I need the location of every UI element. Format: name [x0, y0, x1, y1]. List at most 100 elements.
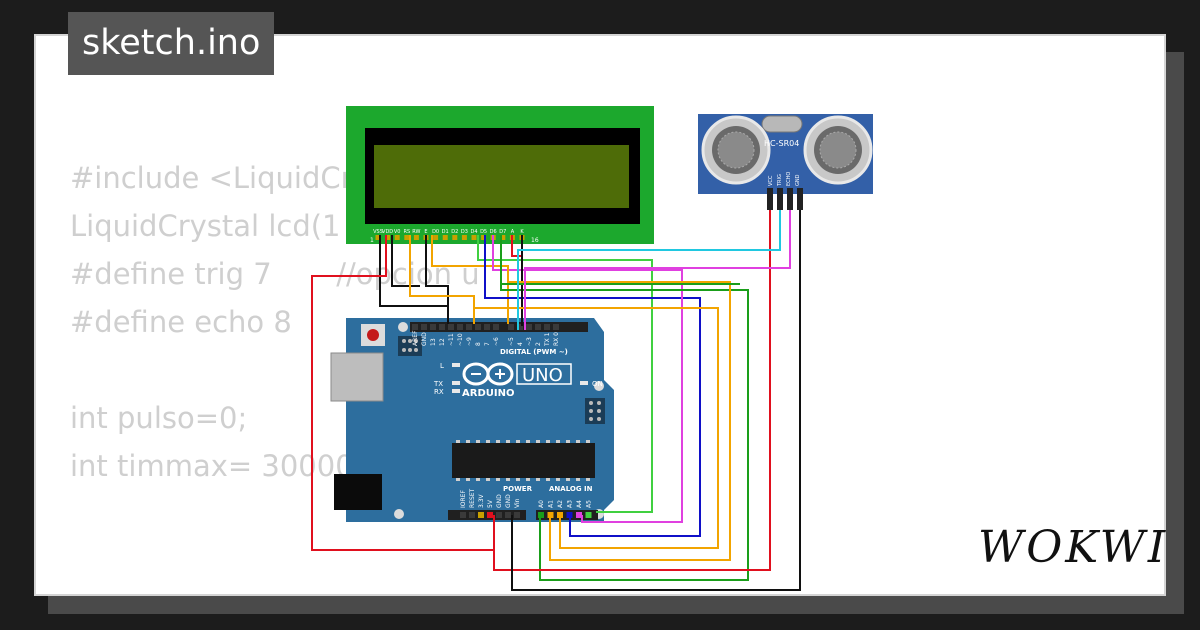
wire-sensor-vcc[interactable] — [493, 210, 771, 571]
lcd-screen — [374, 145, 629, 208]
digital-pin[interactable] — [493, 324, 499, 330]
lcd-pin[interactable] — [471, 235, 477, 240]
wire-green-extra[interactable] — [500, 283, 740, 290]
digital-pin-label: ~3 — [526, 337, 533, 346]
digital-pin-label: ~10 — [457, 333, 464, 346]
transducer-right — [803, 115, 873, 185]
power-pin-label: 3.3V — [478, 493, 485, 508]
digital-pin[interactable] — [526, 324, 532, 330]
digital-pin-label: 13 — [430, 338, 437, 346]
digital-pin-header — [410, 322, 588, 332]
digital-pin[interactable] — [544, 324, 550, 330]
lcd-pin[interactable] — [385, 235, 391, 240]
svg-text:L: L — [440, 362, 444, 370]
digital-pin[interactable] — [466, 324, 472, 330]
power-pin-label: 5V — [487, 499, 494, 508]
wire-lcd-d6[interactable] — [492, 235, 683, 523]
digital-pin[interactable] — [508, 324, 514, 330]
ultrasonic-sensor[interactable]: HC-SR04 VCC TRIG ECHO GND — [698, 114, 873, 210]
digital-pin[interactable] — [517, 324, 523, 330]
digital-pin[interactable] — [421, 324, 427, 330]
sensor-pins — [767, 188, 803, 210]
code-line: LiquidCrystal lcd(1 — [70, 209, 341, 243]
analog-pin-label: A0 — [538, 500, 545, 508]
lcd-pin[interactable] — [461, 235, 467, 240]
digital-pin[interactable] — [430, 324, 436, 330]
digital-pin-label: GND — [421, 332, 428, 346]
analog-pin-label: A5 — [586, 500, 593, 508]
wire-lcd-e[interactable] — [431, 235, 509, 324]
digital-pin-label: ~11 — [448, 333, 455, 346]
digital-pin[interactable] — [448, 324, 454, 330]
power-pin[interactable] — [496, 512, 502, 518]
lcd-pin[interactable] — [404, 235, 410, 240]
power-pin[interactable] — [478, 512, 484, 518]
lcd-pin-label: D2 — [451, 229, 458, 235]
wires — [311, 210, 801, 591]
wire-lcd-vdd-5v[interactable] — [311, 235, 495, 551]
power-pin[interactable] — [469, 512, 475, 518]
wire-lcd-d4[interactable] — [477, 235, 653, 513]
wire-lcd-d5[interactable] — [484, 235, 701, 537]
digital-pin[interactable] — [475, 324, 481, 330]
power-jack — [334, 474, 382, 510]
analog-pin-label: A4 — [576, 500, 583, 508]
power-pin[interactable] — [505, 512, 511, 518]
lcd-pin-label: E — [424, 229, 427, 235]
lcd-pin[interactable] — [442, 235, 448, 240]
lcd-pin-label: RS — [403, 229, 410, 235]
power-pin-label: GND — [496, 494, 503, 508]
wire-lcd-vss-gnd[interactable] — [379, 235, 449, 324]
code-line: int timmax= 30000 — [70, 449, 354, 483]
lcd-pin[interactable] — [394, 235, 400, 240]
lcd-pin-first: 1 — [370, 237, 374, 244]
digital-pin-label: ~9 — [466, 337, 473, 346]
wire-sensor-gnd[interactable] — [511, 210, 801, 591]
lcd-pin-last: 16 — [531, 237, 539, 244]
lcd-pin-label: D4 — [470, 229, 477, 235]
digital-pin[interactable] — [439, 324, 445, 330]
wire-sensor-echo[interactable] — [524, 210, 791, 330]
power-pin[interactable] — [487, 512, 493, 518]
lcd-pin-label: K — [520, 229, 524, 235]
svg-text:RX: RX — [434, 388, 444, 396]
svg-text:ON: ON — [592, 380, 603, 388]
digital-pin[interactable] — [457, 324, 463, 330]
analog-pin-label: A2 — [557, 500, 564, 508]
sensor-pin-labels: VCC TRIG ECHO GND — [768, 172, 801, 187]
digital-pin[interactable] — [484, 324, 490, 330]
microcontroller-chip — [452, 440, 595, 481]
digital-pin[interactable] — [553, 324, 559, 330]
digital-pin-label: 7 — [484, 342, 491, 346]
analog-pin-label: A3 — [567, 500, 574, 508]
wire-sensor-trig[interactable] — [517, 210, 781, 330]
lcd-pin[interactable] — [433, 235, 439, 240]
power-pin[interactable] — [460, 512, 466, 518]
lcd-pin[interactable] — [452, 235, 458, 240]
power-pin-label: IOREF — [460, 490, 467, 508]
power-pin[interactable] — [514, 512, 520, 518]
digital-pin-label: 4 — [517, 342, 524, 346]
analog-pin-header — [536, 510, 598, 520]
wire-orange-a2[interactable] — [473, 296, 719, 549]
wire-lcd-rs[interactable] — [409, 235, 475, 324]
svg-text:ECHO: ECHO — [786, 172, 792, 186]
lcd-pin[interactable] — [413, 235, 419, 240]
analog-label: ANALOG IN — [549, 485, 593, 493]
uno-badge — [516, 363, 572, 385]
lcd-pin[interactable] — [500, 235, 506, 240]
sensor-model-label: HC-SR04 — [764, 139, 799, 148]
wire-orange-a1[interactable] — [507, 266, 731, 561]
reset-button[interactable] — [367, 329, 379, 341]
digital-pin[interactable] — [535, 324, 541, 330]
digital-pin-label: 12 — [439, 338, 446, 346]
digital-pin[interactable] — [412, 324, 418, 330]
lcd-pin[interactable] — [375, 235, 381, 240]
analog-pin[interactable] — [576, 512, 582, 518]
analog-pin[interactable] — [585, 512, 592, 518]
lcd-pin[interactable] — [481, 235, 487, 240]
